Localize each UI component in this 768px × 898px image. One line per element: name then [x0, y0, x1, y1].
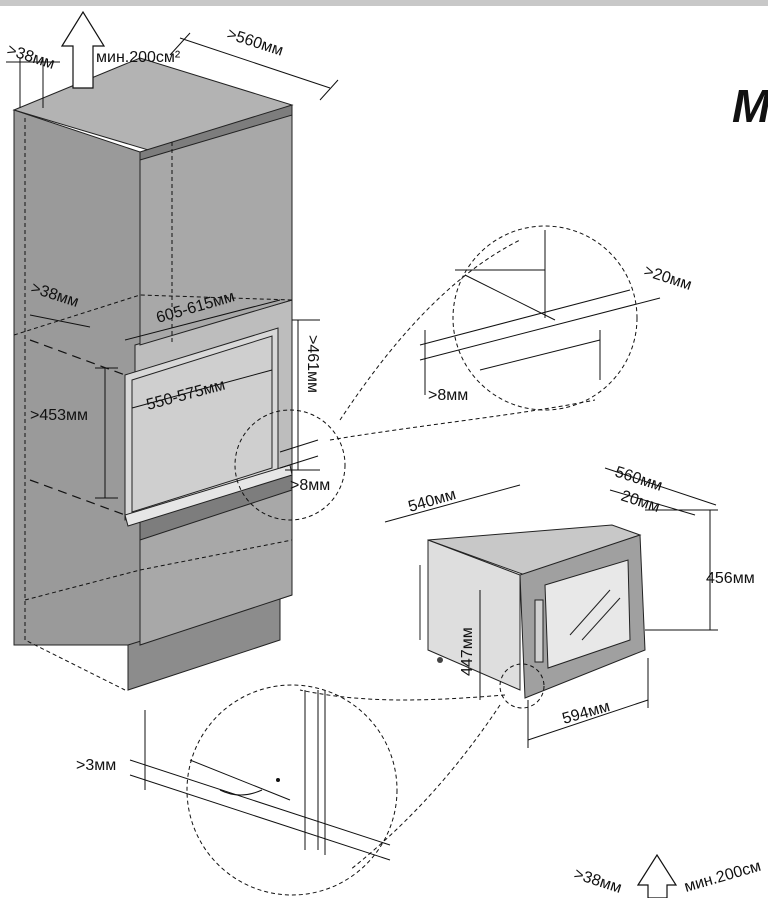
vent-arrow-icon [60, 10, 106, 89]
label-appliance-depth: 540мм [406, 486, 458, 516]
detail-circle-top [452, 225, 638, 411]
appliance-glass [544, 559, 631, 669]
cabinet-column [12, 57, 294, 691]
top-gray-band [0, 0, 768, 6]
vent-arrow-icon-lower [636, 853, 678, 898]
detail-circle-small-2 [499, 663, 545, 709]
label-niche-height: >461мм [304, 335, 321, 393]
lower-compartment [139, 489, 293, 646]
label-depth-top: >560мм [225, 26, 285, 60]
label-detail-gap-3: >3мм [76, 757, 116, 774]
label-top-gap: >38мм [5, 42, 57, 73]
label-appliance-width: 594мм [560, 698, 612, 728]
label-appliance-depth-total: 560мм [613, 464, 665, 495]
detail-bottom-lines [129, 690, 391, 861]
door-handle [534, 599, 544, 663]
corner-letter: M [732, 80, 768, 132]
label-door-height: 447мм [459, 627, 476, 676]
upper-dimensions [6, 32, 339, 499]
label-inner-height: >453мм [30, 407, 88, 424]
detail-circle-bottom [186, 684, 398, 896]
label-bottom-gap: >8мм [290, 477, 330, 494]
label-appliance-height: 456мм [706, 570, 755, 587]
label-detail-gap-20: >20мм [642, 263, 694, 294]
label-detail-gap-8: >8мм [428, 387, 468, 404]
detail-circle-small [234, 409, 346, 521]
label-lower-vent: мин.200см [682, 858, 763, 896]
wine-cooler-appliance [419, 524, 646, 699]
appliance-dimensions [384, 467, 718, 748]
detail-top-lines [419, 230, 661, 395]
label-vent-area: мин.200см² [96, 49, 181, 66]
cabinet-front-face [13, 109, 141, 646]
upper-compartment [139, 114, 293, 346]
label-lower-top-gap: >38мм [572, 866, 624, 897]
niche-shelf [124, 464, 293, 527]
